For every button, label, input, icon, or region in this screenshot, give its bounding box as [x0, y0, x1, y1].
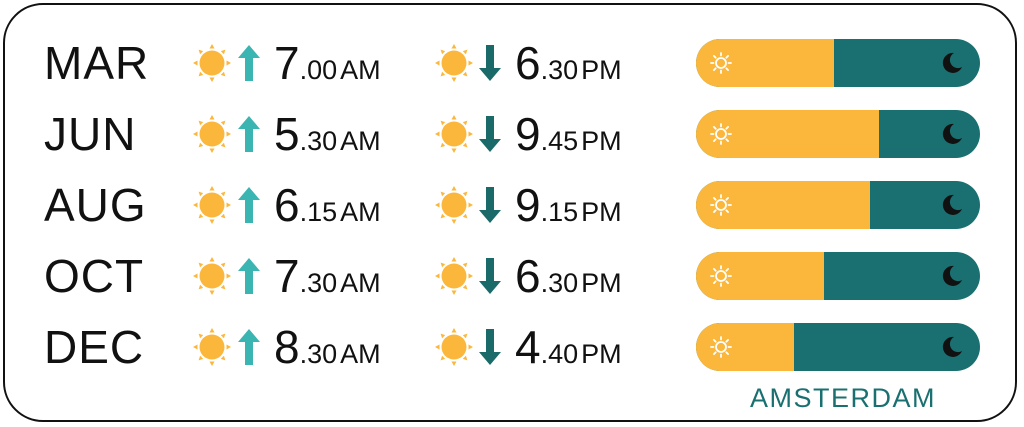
sunrise-ampm: AM: [340, 197, 381, 227]
sun-icon: [710, 52, 732, 74]
sunrise-minutes: .30: [299, 339, 338, 369]
sunset-ampm: PM: [581, 126, 622, 156]
sun-icon: [710, 194, 732, 216]
month-label: DEC: [44, 321, 145, 373]
sunset-minutes: .30: [540, 55, 579, 85]
sunset-minutes: .45: [540, 126, 579, 156]
sunset-ampm: PM: [581, 55, 622, 85]
arrow-down-icon: [479, 329, 501, 365]
sun-icon: [435, 328, 473, 366]
sunset-ampm: PM: [581, 197, 622, 227]
moon-icon: [940, 193, 964, 217]
sunrise-hour: 5: [274, 108, 300, 160]
arrow-up-icon: [238, 45, 260, 81]
arrow-up-icon: [238, 187, 260, 223]
sun-icon: [193, 257, 231, 295]
sunrise-hour: 7: [274, 37, 300, 89]
daylight-fill: [696, 39, 835, 87]
sunset-ampm: PM: [581, 339, 622, 369]
daylight-bar: [696, 323, 980, 371]
sunrise-minutes: .30: [299, 268, 338, 298]
arrow-up-icon: [238, 258, 260, 294]
sun-icon: [435, 257, 473, 295]
arrow-down-icon: [479, 45, 501, 81]
sun-icon: [435, 115, 473, 153]
sunrise-hour: 7: [274, 250, 300, 302]
sun-icon: [193, 328, 231, 366]
sunset-hour: 4: [515, 321, 541, 373]
moon-icon: [940, 122, 964, 146]
sunrise-minutes: .30: [299, 126, 338, 156]
daylight-bar: [696, 39, 980, 87]
sunset-minutes: .15: [540, 197, 579, 227]
sun-icon: [710, 336, 732, 358]
sun-icon: [193, 44, 231, 82]
sunrise-ampm: AM: [340, 339, 381, 369]
sunset-hour: 6: [515, 250, 541, 302]
arrow-down-icon: [479, 116, 501, 152]
sun-icon: [193, 186, 231, 224]
sunset-minutes: .40: [540, 339, 579, 369]
month-label: AUG: [44, 179, 147, 231]
daylight-bar: [696, 252, 980, 300]
sun-icon: [193, 115, 231, 153]
sunrise-minutes: .00: [299, 55, 338, 85]
month-label: JUN: [44, 108, 137, 160]
sun-icon: [435, 186, 473, 224]
moon-icon: [940, 335, 964, 359]
sunrise-ampm: AM: [340, 126, 381, 156]
daylight-bar: [696, 181, 980, 229]
moon-icon: [940, 51, 964, 75]
sun-icon: [710, 265, 732, 287]
daylight-fill: [696, 181, 871, 229]
sunrise-ampm: AM: [340, 55, 381, 85]
sun-icon: [435, 44, 473, 82]
daylight-fill: [696, 252, 825, 300]
arrow-down-icon: [479, 187, 501, 223]
sun-icon: [710, 123, 732, 145]
sunrise-hour: 8: [274, 321, 300, 373]
sunset-hour: 9: [515, 179, 541, 231]
month-label: MAR: [44, 37, 150, 89]
sunset-hour: 9: [515, 108, 541, 160]
sunset-ampm: PM: [581, 268, 622, 298]
moon-icon: [940, 264, 964, 288]
daylight-bar: [696, 110, 980, 158]
arrow-up-icon: [238, 329, 260, 365]
sunset-hour: 6: [515, 37, 541, 89]
sunrise-minutes: .15: [299, 197, 338, 227]
sunrise-hour: 6: [274, 179, 300, 231]
city-label: AMSTERDAM: [750, 383, 937, 413]
sunrise-ampm: AM: [340, 268, 381, 298]
sunset-minutes: .30: [540, 268, 579, 298]
arrow-up-icon: [238, 116, 260, 152]
arrow-down-icon: [479, 258, 501, 294]
month-label: OCT: [44, 250, 145, 302]
